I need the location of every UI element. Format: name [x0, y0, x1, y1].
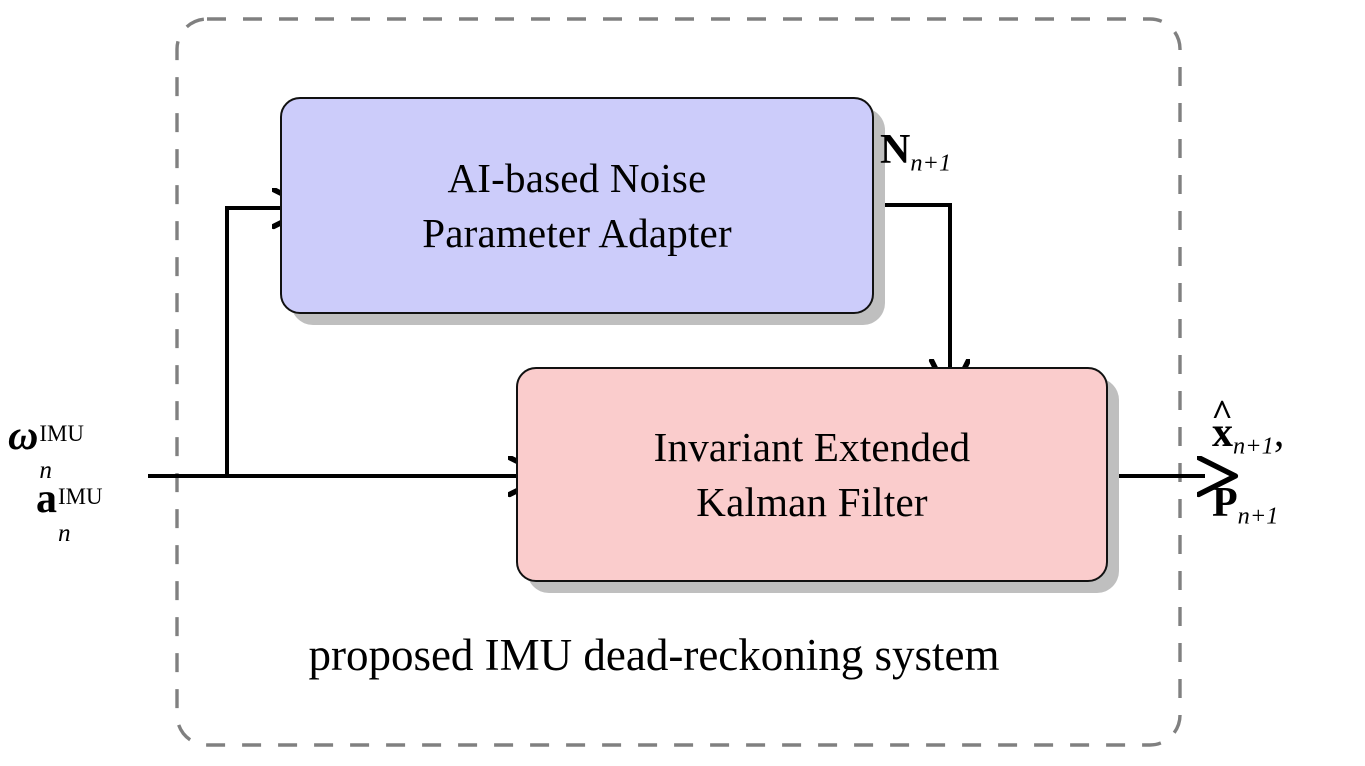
hat-accent-icon: ^ — [1211, 391, 1233, 433]
noise-parameter-arrow — [874, 203, 950, 367]
system-boundary-dashed-box — [175, 17, 1182, 747]
accel-subscript: n — [58, 520, 71, 547]
state-symbol: x — [1212, 410, 1233, 456]
covariance-subscript: n+1 — [1237, 502, 1279, 530]
system-caption: proposed IMU dead-reckoning system — [308, 630, 1000, 680]
omega-superscript: IMU — [39, 421, 84, 446]
noise-subscript: n+1 — [910, 149, 952, 177]
ai-adapter-label-line2: Parameter Adapter — [422, 209, 732, 256]
covariance-symbol: P — [1212, 480, 1238, 526]
ai-noise-parameter-adapter-block[interactable]: AI-based Noise Parameter Adapter — [280, 97, 874, 314]
iekf-label-line2: Kalman Filter — [696, 478, 928, 525]
imu-to-adapter-branch-arrow — [225, 208, 280, 476]
invariant-extended-kalman-filter-block[interactable]: Invariant Extended Kalman Filter — [516, 367, 1108, 582]
output-label-state-estimate: ^xn+1, — [1211, 393, 1285, 460]
ai-adapter-label-line1: AI-based Noise — [447, 155, 707, 202]
state-trailing-comma: , — [1273, 410, 1285, 456]
omega-subscript: n — [39, 457, 52, 484]
output-label-covariance: Pn+1 — [1212, 480, 1279, 530]
accel-superscript: IMU — [58, 484, 103, 509]
noise-symbol: N — [880, 127, 911, 173]
state-symbol-with-hat: ^x — [1211, 393, 1233, 456]
omega-symbol: ω — [8, 413, 39, 459]
state-subscript: n+1 — [1233, 432, 1274, 460]
iekf-label-line1: Invariant Extended — [653, 424, 971, 471]
accel-symbol: a — [36, 476, 57, 522]
edge-label-noise-parameter: Nn+1 — [880, 127, 952, 177]
